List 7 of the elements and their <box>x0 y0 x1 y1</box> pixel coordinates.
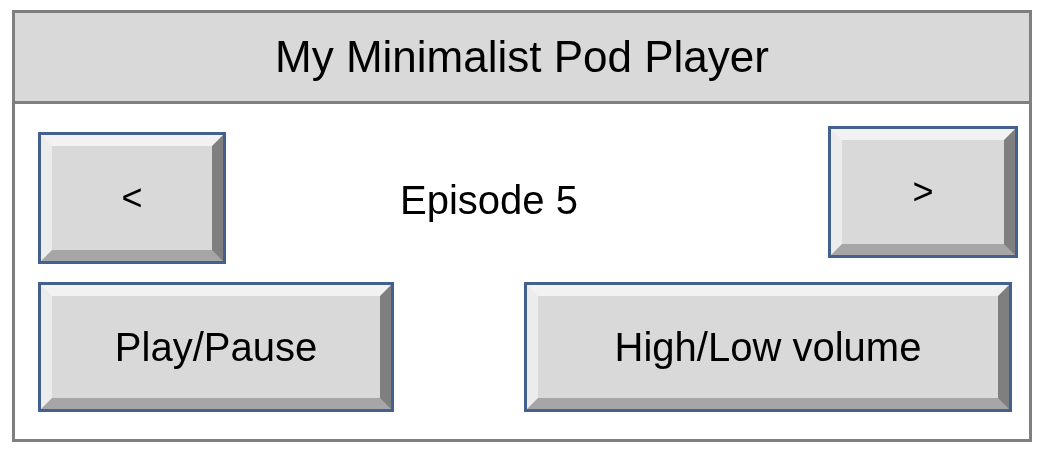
player-panel <box>12 10 1032 442</box>
bevel-button: Play/Pause <box>38 282 394 412</box>
title-bar: My Minimalist Pod Player <box>15 13 1029 104</box>
bevel-button: > <box>828 126 1018 258</box>
episode-label: Episode 5 <box>400 178 578 223</box>
bevel-button: < <box>38 132 226 264</box>
bevel-button: High/Low volume <box>524 282 1012 412</box>
